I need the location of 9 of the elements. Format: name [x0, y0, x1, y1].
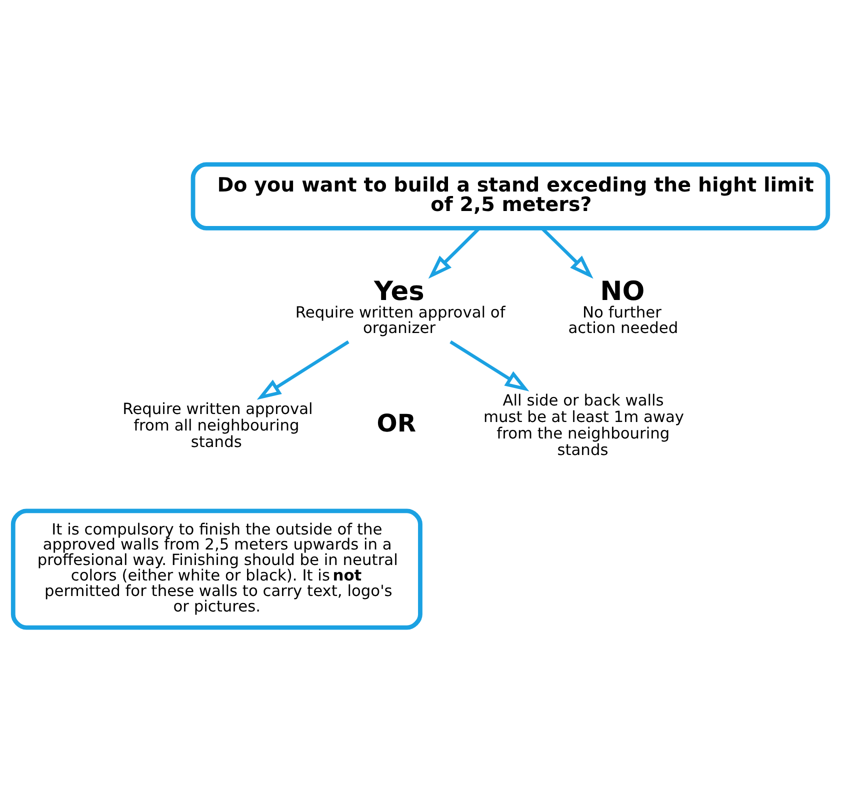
label: OR: [376, 408, 416, 437]
node-box: Do you want to build a stand exceding the hight limit of 2,5 meters?: [190, 162, 830, 230]
node-text: Require written approval from all neighbouring stands: [122, 399, 313, 450]
node-text: Yes Require written approval of organizer: [295, 275, 506, 336]
arrow: [450, 340, 530, 391]
arrow: [256, 340, 350, 400]
node-text: NO No further action needed: [568, 275, 678, 336]
node-text: All side or back walls must be at least 1m away from the neighbouring stands: [483, 391, 684, 459]
node-box: It is compulsory to finish the outside of the approved walls from 2,5 meters upwards in a proffesional way. Finishing should be in neutral colors (either white or black). It is not permitted for these walls to carry text, logo's or pictures.: [10, 508, 422, 630]
